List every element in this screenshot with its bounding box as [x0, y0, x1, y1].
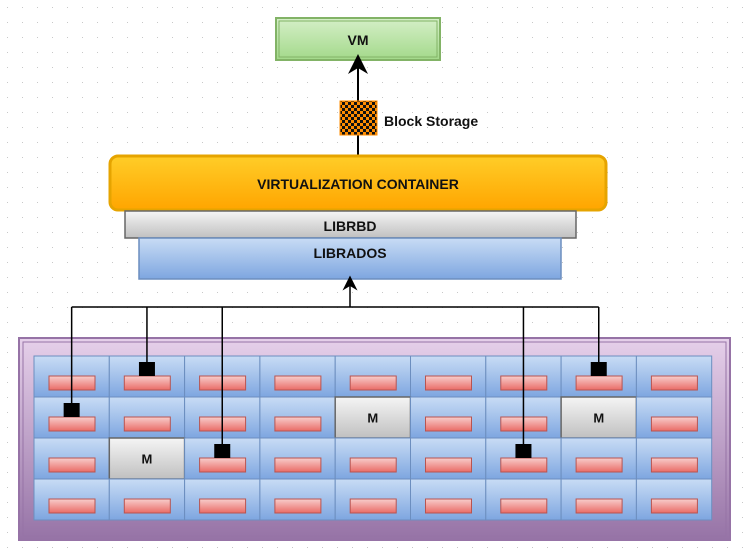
osd-node[interactable]	[334, 478, 412, 521]
disk-icon	[349, 375, 397, 391]
osd-node[interactable]	[33, 437, 110, 480]
librbd-label: LIBRBD	[324, 218, 377, 234]
osd-node[interactable]	[410, 396, 487, 439]
disk-icon	[123, 375, 171, 391]
disk-icon	[575, 498, 623, 514]
osd-node[interactable]	[334, 437, 412, 480]
disk-icon	[500, 498, 548, 514]
disk-icon	[123, 498, 171, 514]
osd-node[interactable]	[410, 437, 487, 480]
osd-node[interactable]	[184, 437, 261, 480]
osd-node[interactable]	[108, 396, 186, 439]
disk-icon	[425, 375, 472, 391]
librbd-layer[interactable]: LIBRBD	[124, 210, 577, 239]
osd-node[interactable]	[33, 478, 110, 521]
osd-node[interactable]	[410, 355, 487, 398]
virtualization-container[interactable]: VIRTUALIZATION CONTAINER	[108, 154, 608, 212]
librados-label: LIBRADOS	[313, 245, 386, 261]
disk-icon	[48, 498, 96, 514]
disk-icon	[650, 457, 698, 473]
osd-node[interactable]	[259, 437, 336, 480]
disk-icon	[199, 498, 247, 514]
disk-icon	[425, 457, 472, 473]
virtualization-container-label: VIRTUALIZATION CONTAINER	[257, 176, 459, 192]
disk-icon	[650, 375, 698, 391]
disk-icon	[274, 416, 322, 432]
disk-icon	[575, 375, 623, 391]
disk-icon	[274, 375, 322, 391]
osd-node[interactable]	[259, 396, 336, 439]
osd-node[interactable]	[334, 355, 412, 398]
disk-icon	[650, 416, 698, 432]
disk-icon	[274, 498, 322, 514]
connection-port-icon	[515, 444, 532, 458]
disk-icon	[425, 416, 472, 432]
osd-node[interactable]	[259, 478, 336, 521]
connection-port-icon	[590, 362, 607, 376]
disk-icon	[575, 457, 623, 473]
disk-icon	[199, 457, 247, 473]
disk-icon	[48, 416, 96, 432]
disk-icon	[500, 457, 548, 473]
disk-icon	[349, 457, 397, 473]
connection-port-icon	[214, 444, 231, 458]
monitor-label: M	[142, 452, 153, 467]
osd-node[interactable]	[635, 437, 713, 480]
monitor-label: M	[593, 411, 604, 426]
monitor-node[interactable]: M	[108, 437, 186, 480]
osd-node[interactable]	[485, 478, 562, 521]
osd-node[interactable]	[560, 437, 637, 480]
monitor-label: M	[367, 411, 378, 426]
osd-node[interactable]	[635, 396, 713, 439]
block-storage-label: Block Storage	[384, 113, 478, 129]
block-storage-icon	[339, 100, 378, 136]
osd-node[interactable]	[560, 478, 637, 521]
disk-icon	[650, 498, 698, 514]
vm-box[interactable]: VM	[275, 17, 441, 61]
disk-icon	[123, 416, 171, 432]
disk-icon	[349, 498, 397, 514]
osd-node[interactable]	[108, 478, 186, 521]
connection-port-icon	[138, 362, 155, 376]
monitor-node[interactable]: M	[334, 396, 412, 439]
osd-node[interactable]	[259, 355, 336, 398]
osd-node[interactable]	[184, 478, 261, 521]
librados-layer[interactable]: LIBRADOS	[138, 237, 562, 280]
osd-node[interactable]	[410, 478, 487, 521]
disk-icon	[274, 457, 322, 473]
vm-label: VM	[348, 32, 369, 48]
monitor-node[interactable]: M	[560, 396, 638, 439]
connection-port-icon	[63, 403, 80, 417]
osd-node[interactable]	[635, 355, 713, 398]
osd-node[interactable]	[560, 355, 637, 398]
osd-node[interactable]	[635, 478, 713, 521]
disk-icon	[48, 457, 96, 473]
disk-icon	[425, 498, 472, 514]
